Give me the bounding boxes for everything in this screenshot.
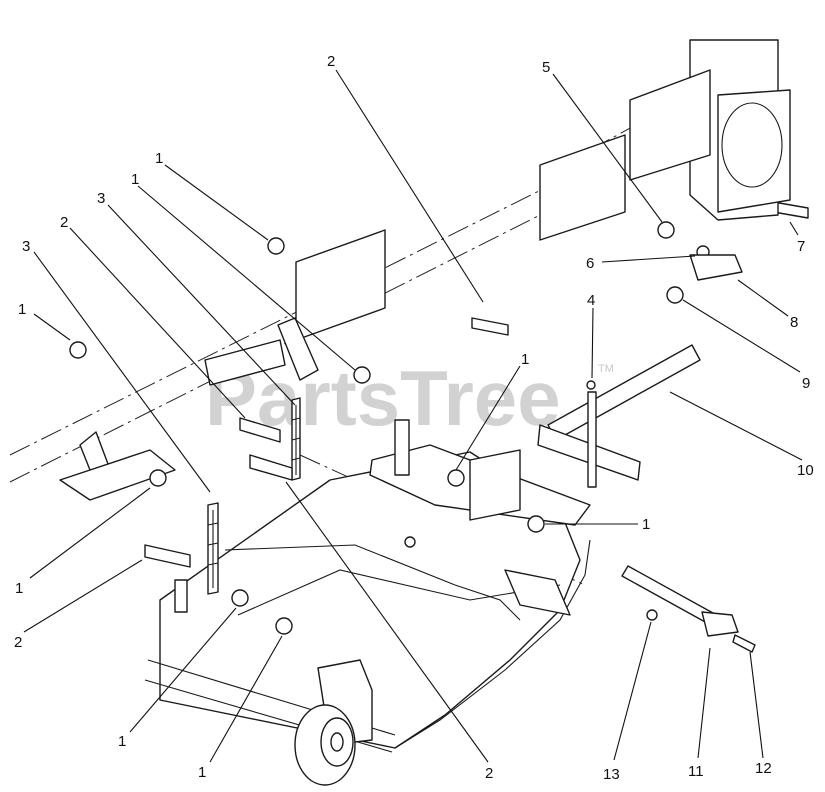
nut-1e	[447, 469, 465, 487]
hitch-arm-right	[277, 317, 319, 381]
frame-end-plate	[539, 134, 626, 241]
leader-1e	[129, 607, 237, 733]
pivot-pin-assembly	[621, 565, 739, 637]
mower-deck	[144, 419, 591, 753]
nut-9	[666, 286, 684, 304]
deck-skirt-edge	[394, 539, 591, 749]
deck-spindle-hole	[404, 536, 416, 548]
callout-labels: 1 1 1 1 1 1 1 1 2 2 2 2 3 3 4 5 6 7 8 9 …	[14, 53, 814, 783]
leader-2d	[285, 481, 489, 763]
frame-mount-plate	[717, 89, 791, 213]
leader-lines	[23, 69, 803, 763]
callout-1h: 1	[642, 516, 650, 533]
lift-chain-lower-links	[207, 510, 219, 588]
callout-11: 11	[688, 763, 704, 780]
left-hitch-frame	[59, 229, 386, 501]
nut-13	[646, 609, 658, 621]
callout-6: 6	[586, 255, 594, 272]
callout-2c: 2	[14, 634, 22, 651]
leader-13	[613, 621, 652, 761]
callout-1a: 1	[155, 150, 163, 167]
deck-side-plate	[469, 449, 521, 521]
bolt-left-upper	[239, 417, 281, 443]
leader-4	[591, 307, 594, 379]
callout-2d: 2	[485, 765, 493, 782]
callout-1b: 1	[131, 171, 139, 188]
nut-5	[657, 221, 675, 239]
bolts	[144, 199, 809, 653]
leader-3b	[33, 251, 211, 493]
callout-12: 12	[755, 760, 772, 777]
nut-1c	[353, 366, 371, 384]
leader-2b	[69, 227, 246, 419]
deck-post	[394, 419, 410, 476]
rod-end-link	[689, 254, 743, 281]
deck-channel	[224, 544, 521, 621]
caster-axle	[330, 732, 344, 752]
watermark-trademark: TM	[598, 363, 614, 375]
callout-2a: 2	[327, 53, 335, 70]
lift-chain-upper-links	[291, 405, 301, 475]
leader-7	[789, 221, 799, 236]
callout-9: 9	[802, 375, 810, 392]
leader-3a	[107, 204, 296, 406]
hitch-plate-upper	[295, 229, 386, 341]
callout-7: 7	[797, 238, 805, 255]
callout-3b: 3	[22, 238, 30, 255]
leader-8	[737, 279, 789, 317]
callout-8: 8	[790, 314, 798, 331]
leader-6	[601, 255, 696, 263]
callout-4: 4	[587, 292, 595, 309]
callout-5: 5	[542, 59, 550, 76]
hitch-crossbar	[204, 339, 286, 386]
leader-2c	[23, 559, 143, 633]
nut-1a	[267, 237, 285, 255]
tractor-frame-assembly	[539, 39, 791, 281]
bolt-pin-end	[732, 634, 756, 653]
frame-mount-hole	[721, 102, 783, 188]
leader-5	[552, 73, 663, 223]
callout-1e: 1	[118, 733, 126, 750]
leader-1d	[29, 487, 151, 579]
callout-1d: 1	[15, 580, 23, 597]
bolt-top	[471, 317, 509, 336]
callout-1c: 1	[18, 301, 26, 318]
callout-10: 10	[797, 462, 814, 479]
lift-shaft-pin	[587, 391, 597, 488]
callout-1f: 1	[198, 764, 206, 781]
deck-stud	[174, 579, 188, 613]
leader-12	[749, 651, 764, 759]
lift-shaft-assembly	[537, 344, 701, 488]
chains	[207, 397, 301, 595]
leader-1c	[33, 313, 71, 341]
frame-tube	[629, 69, 711, 181]
bolt-left-lower	[144, 544, 191, 568]
hitch-base-plate	[59, 449, 176, 501]
leader-1a	[164, 164, 269, 241]
callout-1g: 1	[521, 351, 529, 368]
leader-11	[697, 647, 711, 759]
callout-13: 13	[603, 766, 620, 783]
leader-1f	[209, 635, 283, 763]
callout-2b: 2	[60, 214, 68, 231]
deck-hinge-plate	[504, 569, 571, 616]
nut-1d	[149, 469, 167, 487]
nuts	[69, 221, 710, 635]
lift-shaft	[547, 344, 701, 441]
leader-1g	[455, 365, 521, 471]
nut-1f	[527, 515, 545, 533]
zerk-fitting-4	[586, 380, 596, 390]
leader-1b	[137, 185, 356, 371]
nut-1g	[231, 589, 249, 607]
nut-1b	[69, 341, 87, 359]
leader-9	[682, 299, 801, 373]
callout-3a: 3	[97, 190, 105, 207]
caster-wheel-assembly	[294, 659, 373, 786]
pivot-pin-plate	[701, 611, 739, 637]
bolt-left-middle	[249, 454, 293, 481]
leader-2a	[335, 69, 484, 303]
leader-10	[669, 391, 803, 461]
nut-1h	[275, 617, 293, 635]
